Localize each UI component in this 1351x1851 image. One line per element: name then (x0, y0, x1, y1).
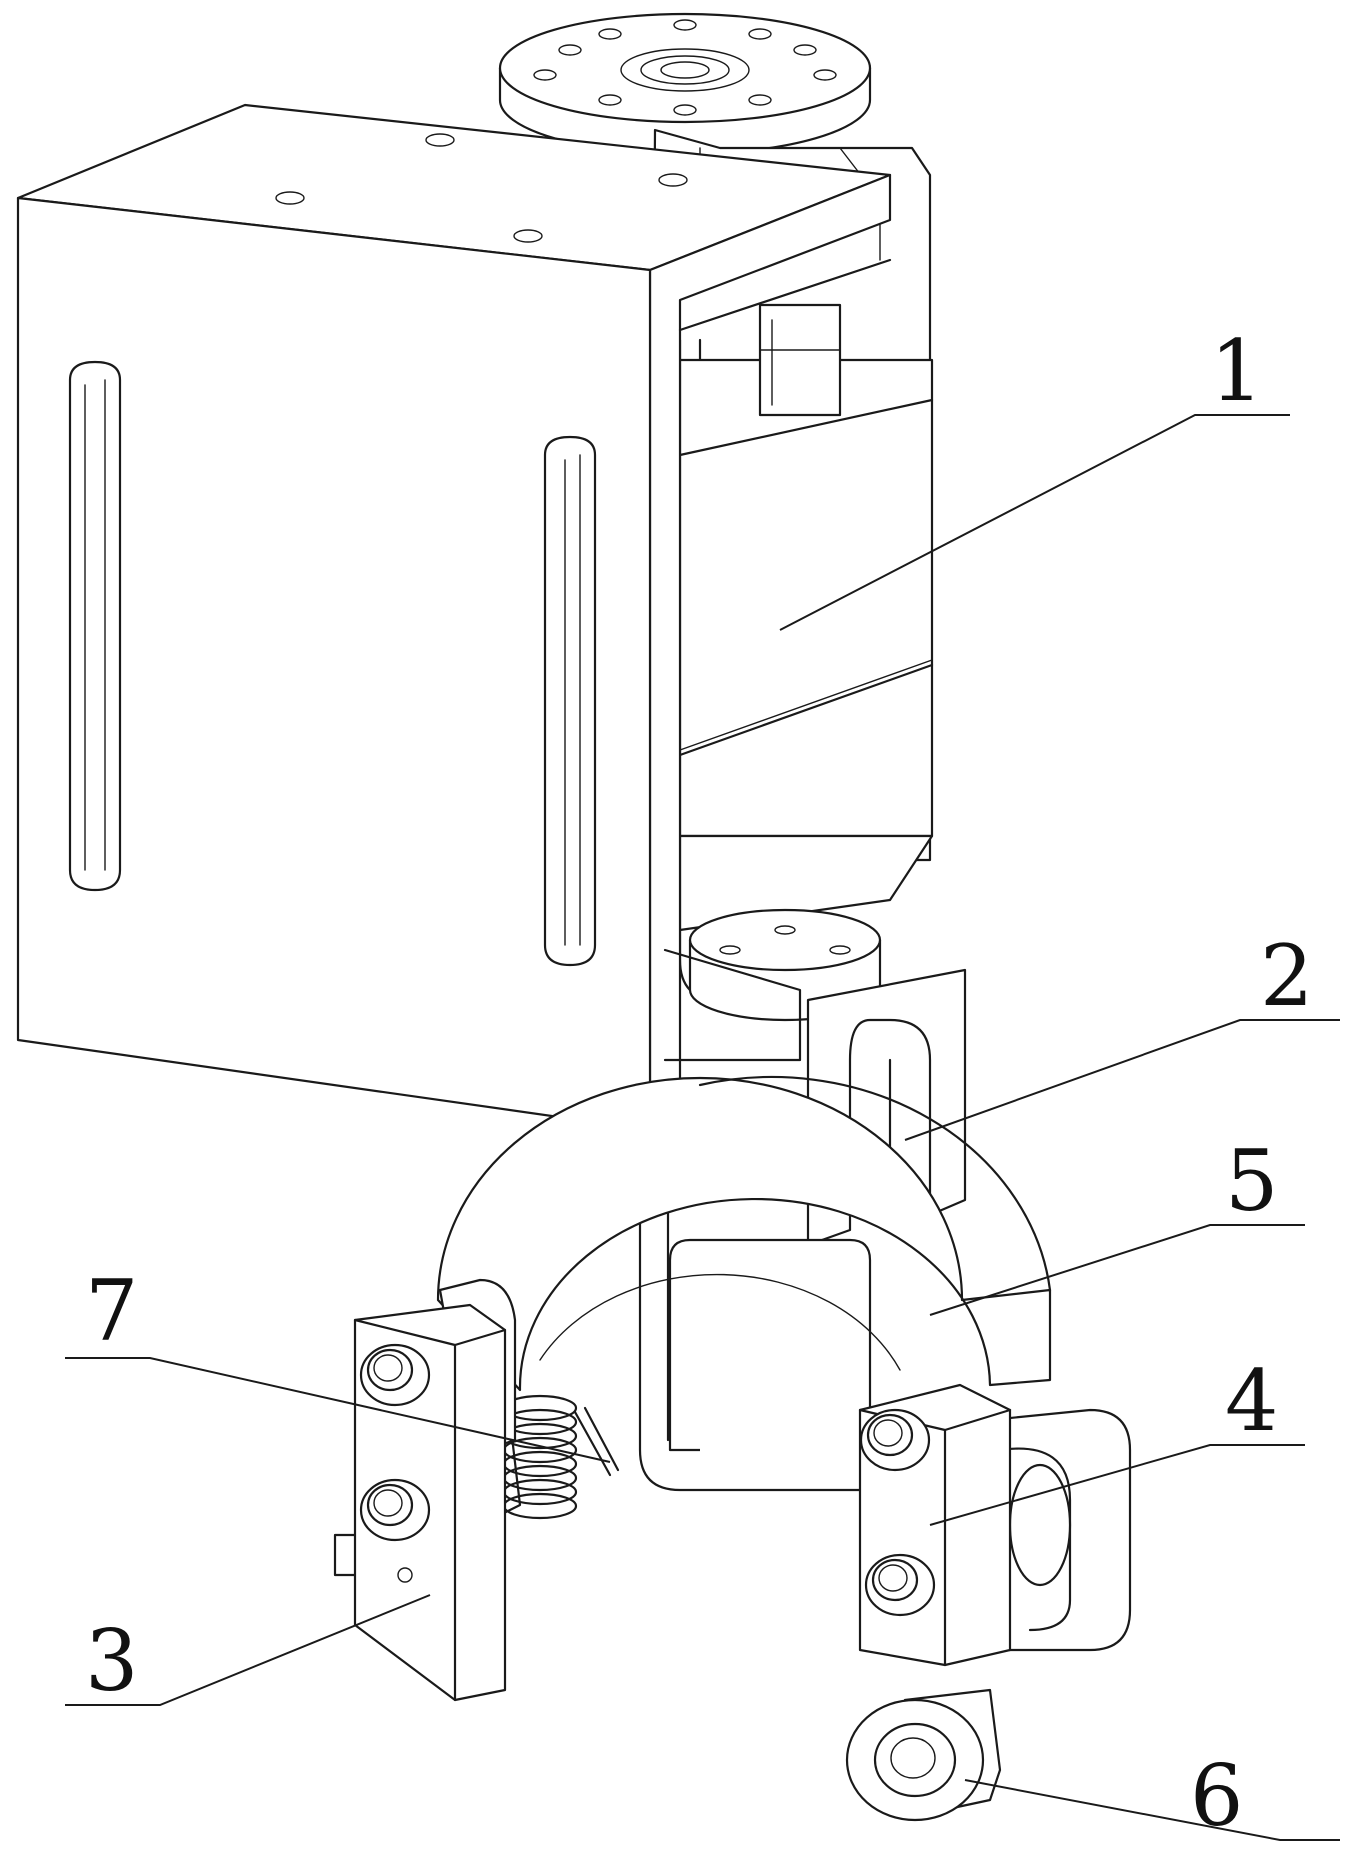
arc-guide (436, 1075, 1052, 1392)
main-housing (16, 103, 892, 1132)
right-arm (858, 1383, 1132, 1667)
servo-motor (678, 303, 934, 932)
callout-1: 1 (1210, 322, 1263, 420)
roller-wheel (845, 1688, 1002, 1822)
callout-4: 4 (1225, 1352, 1278, 1450)
callout-2: 2 (1260, 927, 1313, 1025)
left-arm (333, 1278, 517, 1702)
callout-3: 3 (85, 1612, 138, 1710)
callout-5: 5 (1225, 1132, 1278, 1230)
top-flange (498, 12, 872, 156)
callout-7: 7 (85, 1262, 138, 1360)
callout-labels: 1 2 5 4 6 7 3 (85, 322, 1313, 1845)
leader-lines (65, 414, 1340, 1841)
callout-6: 6 (1190, 1747, 1243, 1845)
